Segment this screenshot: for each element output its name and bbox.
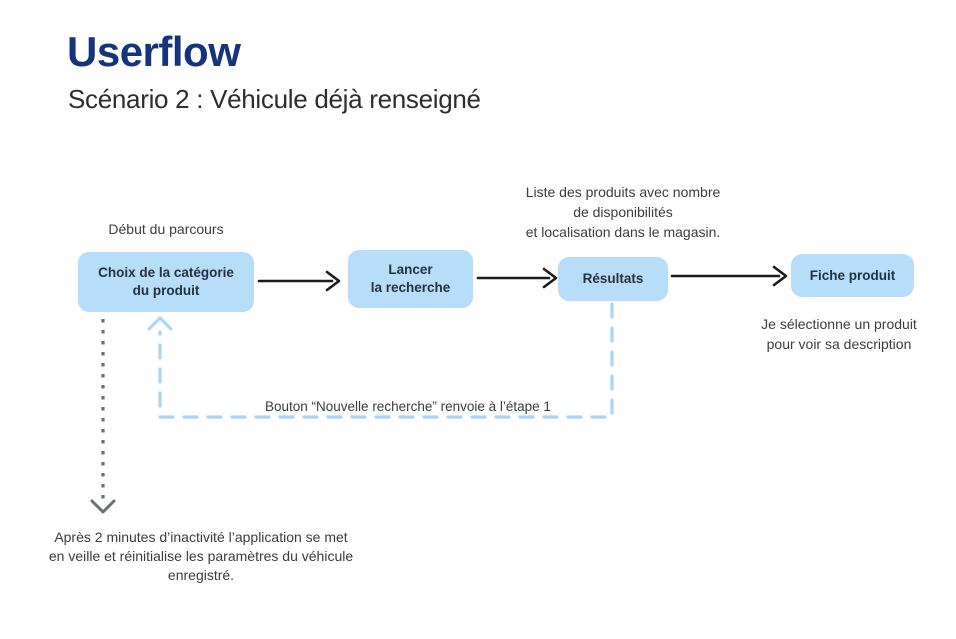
loop-annotation: Bouton “Nouvelle recherche” renvoie à l’… [265,399,551,414]
results-annotation: Liste des produits avec nombre de dispon… [525,184,721,240]
flow-step-results: Résultats [558,257,668,301]
flow-step-launch-search: Lancer la recherche [348,250,473,308]
arrow-step1-step2 [257,270,341,292]
dotted-timeout-line [90,319,116,514]
timeout-annotation: Après 2 minutes d’inactivité l’applicati… [48,529,354,583]
start-label: Début du parcours [108,221,224,237]
page-subtitle: Scénario 2 : Véhicule déjà renseigné [68,84,481,114]
product-annotation: Je sélectionne un produit pour voir sa d… [761,316,917,352]
flow-step-product-sheet: Fiche produit [791,254,914,297]
page-title: Userflow [67,28,241,75]
arrow-step3-step4 [670,265,788,287]
flow-step-category-choice: Choix de la catégorie du produit [78,252,254,312]
arrow-step2-step3 [476,267,558,289]
